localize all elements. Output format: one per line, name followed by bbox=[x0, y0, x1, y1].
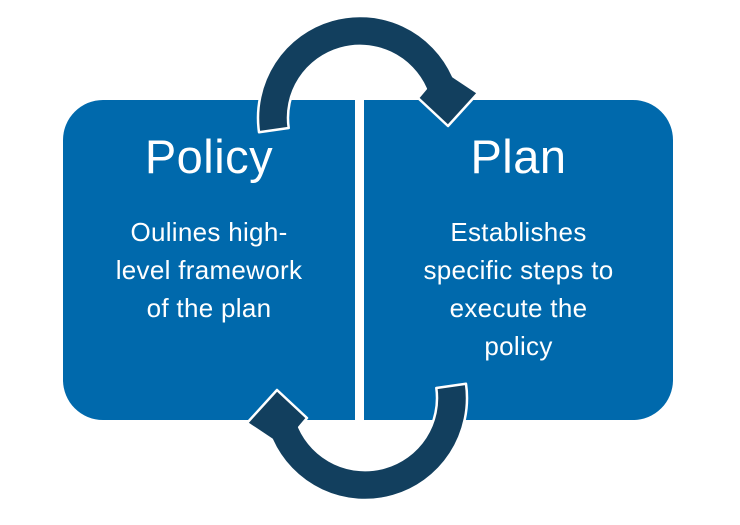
policy-description-line: Oulines high- bbox=[130, 217, 288, 247]
plan-panel-description: Establishes specific steps to execute th… bbox=[423, 213, 613, 365]
plan-description-line: execute the bbox=[449, 293, 588, 323]
policy-description-line: of the plan bbox=[146, 293, 272, 323]
plan-description-line: policy bbox=[484, 331, 553, 361]
plan-panel: Plan Establishes specific steps to execu… bbox=[364, 100, 673, 420]
policy-description-line: level framework bbox=[115, 255, 303, 285]
plan-description-line: specific steps to bbox=[423, 255, 614, 285]
plan-description-line: Establishes bbox=[450, 217, 587, 247]
policy-panel-title: Policy bbox=[144, 130, 274, 183]
plan-panel-title: Plan bbox=[470, 130, 567, 183]
policy-panel: Policy Oulines high- level framework of … bbox=[63, 100, 355, 420]
policy-panel-description: Oulines high- level framework of the pla… bbox=[116, 213, 303, 327]
